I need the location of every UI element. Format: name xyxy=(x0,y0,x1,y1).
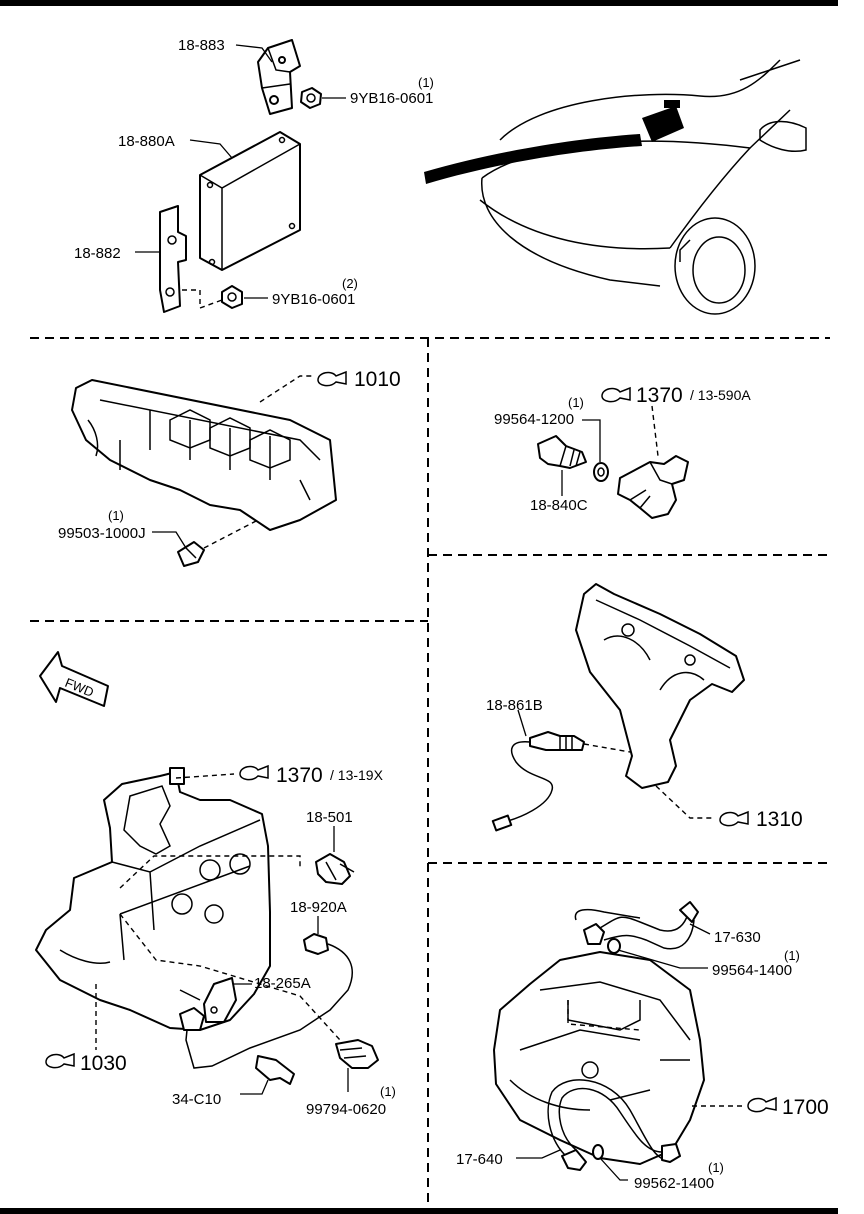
harness-bracket-drawing xyxy=(203,977,237,1023)
ref-icon-1010 xyxy=(317,370,347,387)
clip-drawing xyxy=(255,1055,295,1085)
label-washer-upper: 99564-1400 xyxy=(712,962,792,979)
label-bolt: 99794-0620 xyxy=(306,1101,386,1118)
switch-drawing xyxy=(315,853,355,885)
thermo-washer-drawing xyxy=(593,462,609,482)
upper-hose-drawing xyxy=(574,901,699,950)
engine-block-drawing xyxy=(35,767,271,1031)
top-rule xyxy=(0,0,838,6)
thermo-sensor-drawing xyxy=(537,435,587,469)
label-washer-upper-qty: (1) xyxy=(784,948,800,963)
knock-sensor-drawing xyxy=(179,933,353,1069)
engine-block-section: FWD xyxy=(35,651,396,1118)
label-plug-qty: (1) xyxy=(108,508,124,523)
label-harness-bracket: 18-265A xyxy=(254,975,311,992)
bolt-drawing xyxy=(335,1039,379,1069)
lower-bracket-drawing xyxy=(159,205,187,313)
ref-icon-1030 xyxy=(45,1052,75,1069)
label-thermo-washer: 99564-1200 xyxy=(494,411,574,428)
vehicle-location-drawing xyxy=(424,59,807,315)
label-nut-lower: 9YB16-0601 xyxy=(272,291,355,308)
oxygen-sensor-drawing xyxy=(491,731,585,832)
label-ref-1370-sub: / 13-590A xyxy=(690,387,751,403)
label-hose-lower: 17-640 xyxy=(456,1151,503,1168)
ecu-section: 18-883 9YB16-0601 (1) 18-880A 18-882 9YB… xyxy=(74,37,434,313)
cylinder-head-drawing xyxy=(71,379,337,531)
ref-icon-1370-block xyxy=(239,764,269,781)
ref-icon-1700 xyxy=(747,1096,777,1113)
upper-nut-drawing xyxy=(300,87,322,109)
fwd-arrow: FWD xyxy=(39,651,109,707)
lower-nut-drawing xyxy=(221,285,243,309)
label-washer-lower-qty: (1) xyxy=(708,1160,724,1175)
plug-drawing xyxy=(177,541,205,567)
label-ref-1370-block-sub: / 13-19X xyxy=(330,767,384,783)
label-thermo-sensor: 18-840C xyxy=(530,497,588,514)
water-outlet-drawing xyxy=(617,455,689,519)
ecu-module-drawing xyxy=(199,131,301,271)
label-ref-1370-block: 1370 xyxy=(276,764,323,787)
ref-icon-1370 xyxy=(601,386,631,403)
label-ref-1310: 1310 xyxy=(756,808,803,831)
label-plug: 99503-1000J xyxy=(58,525,146,542)
label-nut-upper-qty: (1) xyxy=(418,75,434,90)
label-oxygen-sensor: 18-861B xyxy=(486,697,543,714)
thermo-section: 1370 / 13-590A 99564-1200 (1) 18-840C xyxy=(494,384,751,519)
transmission-section: 17-630 99564-1400 (1) 1700 17-640 99562-… xyxy=(456,901,829,1192)
transmission-drawing xyxy=(493,951,705,1165)
manifold-section: 1310 18-861B xyxy=(486,583,803,832)
lower-washer-drawing xyxy=(592,1144,604,1160)
ref-icon-1310 xyxy=(719,810,749,827)
label-thermo-washer-qty: (1) xyxy=(568,395,584,410)
label-ref-1700: 1700 xyxy=(782,1096,829,1119)
lower-hose-drawing xyxy=(547,1079,681,1171)
section-dividers xyxy=(30,337,830,1208)
label-clip: 34-C10 xyxy=(172,1091,221,1108)
label-ref-1010: 1010 xyxy=(354,368,401,391)
label-hose-upper: 17-630 xyxy=(714,929,761,946)
label-module: 18-880A xyxy=(118,133,175,150)
label-ref-1370: 1370 xyxy=(636,384,683,407)
label-bracket-lower: 18-882 xyxy=(74,245,121,262)
label-switch: 18-501 xyxy=(306,809,353,826)
upper-bracket-drawing xyxy=(257,39,301,115)
label-bolt-qty: (1) xyxy=(380,1084,396,1099)
bottom-rule xyxy=(0,1208,838,1214)
label-bracket-upper: 18-883 xyxy=(178,37,225,54)
label-nut-lower-qty: (2) xyxy=(342,276,358,291)
exhaust-manifold-drawing xyxy=(575,583,745,789)
upper-washer-drawing xyxy=(607,938,621,954)
cylinder-head-section: 1010 99503-1000J (1) xyxy=(58,368,401,567)
label-ref-1030: 1030 xyxy=(80,1052,127,1075)
label-nut-upper: 9YB16-0601 xyxy=(350,90,433,107)
label-knock-sensor: 18-920A xyxy=(290,899,347,916)
label-washer-lower: 99562-1400 xyxy=(634,1175,714,1192)
